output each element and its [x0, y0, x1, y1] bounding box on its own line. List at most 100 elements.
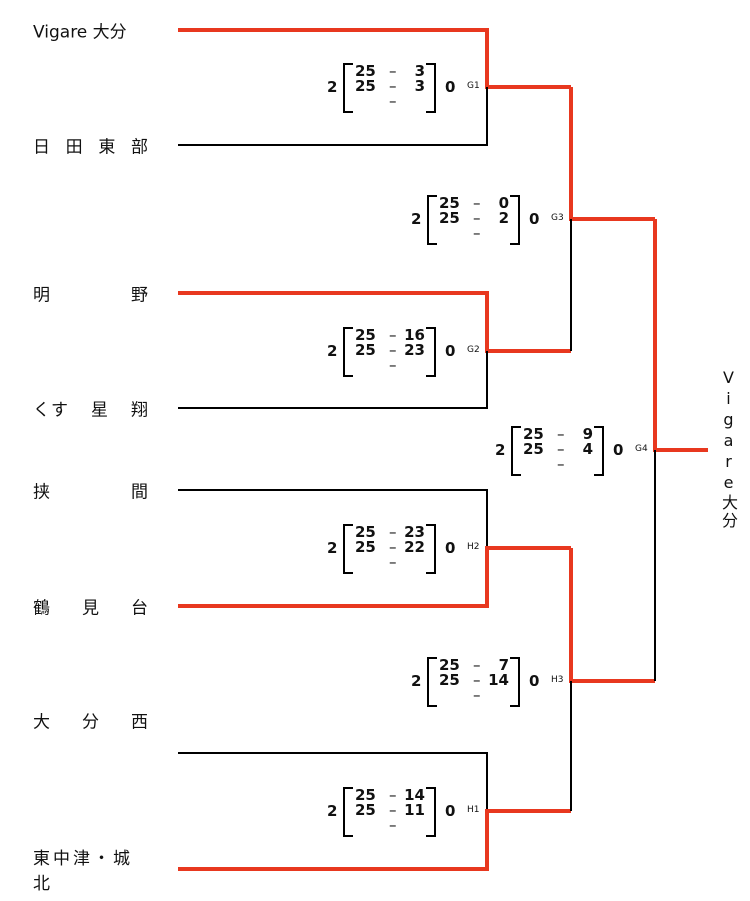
set-score-loser: 14 — [488, 671, 509, 689]
match-id: G2 — [467, 345, 480, 355]
team-name: くす星翔 — [33, 396, 149, 421]
set-score-dash: – — [389, 326, 397, 344]
team-name: Vigare 大分 — [33, 22, 127, 43]
set-score: 25 – 3 — [355, 78, 425, 94]
team-name: 鶴見台 — [33, 594, 149, 619]
set-score-winner: 25 — [355, 326, 376, 344]
set-score-dash: – — [389, 92, 397, 110]
team-name-part: くす — [33, 400, 69, 421]
set-score-dash: – — [389, 801, 397, 819]
set-score-dash: – — [389, 816, 397, 834]
set-score: – — [355, 93, 425, 109]
set-score-dash: – — [389, 786, 397, 804]
match-id: H1 — [467, 805, 480, 815]
match-id: G4 — [635, 444, 648, 454]
bracket-open — [511, 426, 521, 476]
set-score-dash: – — [557, 440, 565, 458]
set-score-loser: 0 — [498, 194, 509, 212]
team-name-part: 日 — [33, 137, 51, 158]
set-score: 25 – 2 — [439, 210, 509, 226]
bracket-line — [178, 752, 488, 811]
bracket-line-win — [569, 87, 655, 221]
team-name-part: 挟 — [33, 482, 51, 503]
sets-won: 2 — [411, 672, 422, 690]
team-name: 挟間 — [33, 478, 149, 503]
set-score-loser: 23 — [404, 341, 425, 359]
set-score: 25 – 14 — [439, 672, 509, 688]
set-score: – — [523, 456, 593, 472]
sets-won: 2 — [327, 539, 338, 557]
team-name-part: 部 — [130, 137, 149, 158]
set-score: – — [439, 687, 509, 703]
set-score-dash: – — [389, 62, 397, 80]
set-score-winner: 25 — [355, 801, 376, 819]
bracket-line-win — [178, 28, 571, 89]
bracket-line — [178, 351, 488, 409]
set-score-dash: – — [557, 455, 565, 473]
bracket-open — [343, 787, 353, 837]
set-score-winner: 25 — [355, 62, 376, 80]
set-score-loser: 22 — [404, 538, 425, 556]
bracket-line-win — [178, 809, 571, 871]
bracket-open — [427, 195, 437, 245]
sets-won: 2 — [411, 210, 422, 228]
set-score: – — [355, 554, 425, 570]
set-score-winner: 25 — [355, 786, 376, 804]
set-score-loser: 7 — [498, 656, 509, 674]
sets-lost: 0 — [529, 210, 540, 228]
set-score-winner: 25 — [439, 194, 460, 212]
set-score-winner: 25 — [439, 209, 460, 227]
bracket-open — [343, 524, 353, 574]
bracket-close — [426, 327, 436, 377]
match-score-H1: 2 0 H1 25 – 14 25 – 11 – — [327, 785, 497, 837]
team-name-part: 明 — [33, 285, 51, 306]
set-score: 25 – 3 — [355, 63, 425, 79]
team-name-part: 鶴 — [33, 598, 51, 619]
set-score-loser: 11 — [404, 801, 425, 819]
set-score-loser: 23 — [404, 523, 425, 541]
set-score-winner: 25 — [355, 77, 376, 95]
set-score-winner: 25 — [355, 523, 376, 541]
set-score: – — [355, 817, 425, 833]
set-score-dash: – — [473, 671, 481, 689]
match-id: H2 — [467, 542, 480, 552]
set-score: – — [439, 225, 509, 241]
bracket-open — [343, 63, 353, 113]
match-score-G2: 2 0 G2 25 – 16 25 – 23 – — [327, 325, 497, 377]
set-score-loser: 4 — [582, 440, 593, 458]
bracket-line — [178, 87, 488, 146]
set-score-dash: – — [389, 523, 397, 541]
set-score-loser: 9 — [582, 425, 593, 443]
set-score-dash: – — [473, 224, 481, 242]
set-score-loser: 16 — [404, 326, 425, 344]
team-name-part: 分 — [82, 712, 100, 733]
match-id: H3 — [551, 675, 564, 685]
sets-lost: 0 — [445, 342, 456, 360]
match-score-G4: 2 0 G4 25 – 9 25 – 4 – — [495, 424, 665, 476]
set-score-loser: 3 — [414, 62, 425, 80]
set-score: 25 – 0 — [439, 195, 509, 211]
set-score-winner: 25 — [523, 425, 544, 443]
set-score-dash: – — [389, 77, 397, 95]
bracket-line-win — [569, 548, 655, 683]
set-score-winner: 25 — [439, 671, 460, 689]
set-score: – — [355, 357, 425, 373]
team-name: 日田東部 — [33, 133, 149, 158]
set-score-loser: 3 — [414, 77, 425, 95]
set-score-dash: – — [473, 209, 481, 227]
team-name-part: 西 — [131, 712, 149, 733]
match-score-H2: 2 0 H2 25 – 23 25 – 22 – — [327, 522, 497, 574]
set-score-dash: – — [389, 553, 397, 571]
set-score-winner: 25 — [523, 440, 544, 458]
team-name-part: 野 — [131, 285, 149, 306]
set-score-winner: 25 — [439, 656, 460, 674]
sets-won: 2 — [327, 78, 338, 96]
set-score: 25 – 22 — [355, 539, 425, 555]
bracket-close — [510, 657, 520, 707]
sets-won: 2 — [327, 802, 338, 820]
set-score-dash: – — [473, 656, 481, 674]
team-name: 大分西 — [33, 708, 149, 733]
set-score: 25 – 7 — [439, 657, 509, 673]
set-score: 25 – 11 — [355, 802, 425, 818]
